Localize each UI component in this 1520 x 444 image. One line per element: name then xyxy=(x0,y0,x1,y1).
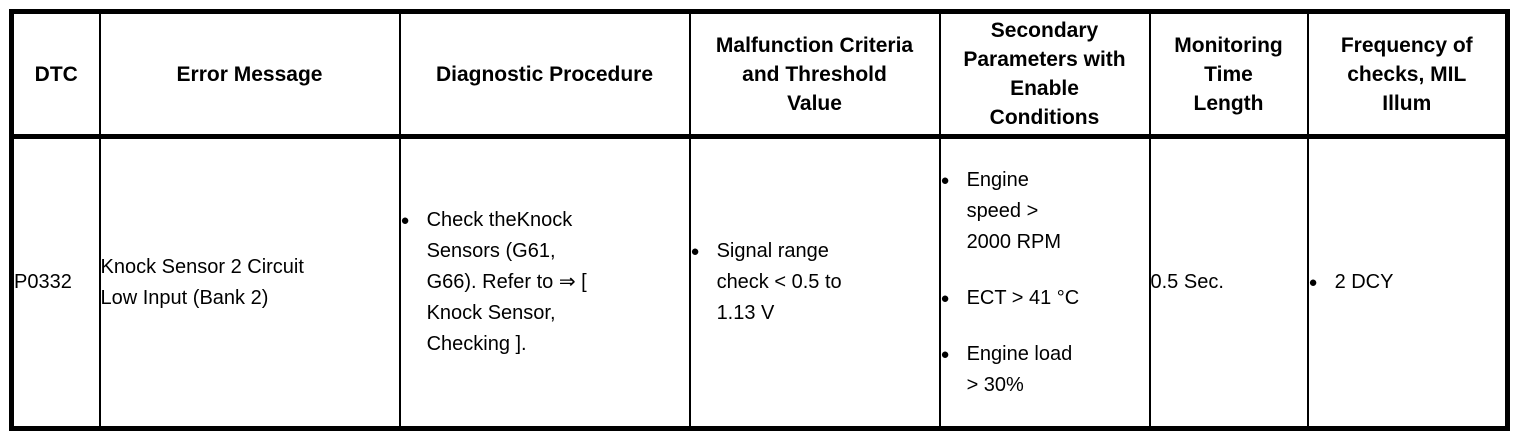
dtc-table: DTC Error Message Diagnostic Procedure M… xyxy=(9,9,1510,431)
cell-monitoring-time: 0.5 Sec. xyxy=(1148,135,1309,430)
bullet-icon: ● xyxy=(1308,274,1318,291)
bullet-item: ● Check theKnock Sensors (G61, G66). Refe… xyxy=(401,205,689,360)
bullet-text: ECT > 41 °C xyxy=(966,286,1080,309)
cell-diagnostic-procedure: ● Check theKnock Sensors (G61, G66). Refe… xyxy=(398,135,691,430)
cell-frequency: ● 2 DCY xyxy=(1306,135,1509,430)
bullet-text: Engine load > 30% xyxy=(966,342,1073,396)
bullet-icon: ● xyxy=(690,243,700,260)
bullet-item: ● 2 DCY xyxy=(1309,267,1506,298)
bullet-icon: ● xyxy=(940,171,950,189)
bullet-text: Signal range check < 0.5 to 1.13 V xyxy=(716,240,842,324)
col-header-frequency: Frequency of checks, MIL Illum xyxy=(1306,10,1509,139)
bullet-icon: ● xyxy=(940,289,950,307)
header-row: DTC Error Message Diagnostic Procedure M… xyxy=(10,10,1509,139)
col-header-dtc: DTC xyxy=(10,10,101,139)
cell-secondary-parameters: ● Engine speed > 2000 RPM ● ECT > 41 °C ● Eng… xyxy=(938,135,1151,430)
bullet-text: 2 DCY xyxy=(1334,271,1394,293)
bullet-text: Engine speed > 2000 RPM xyxy=(966,168,1062,253)
bullet-icon: ● xyxy=(400,212,410,229)
bullet-item: ● Signal range check < 0.5 to 1.13 V xyxy=(691,236,939,329)
bullet-icon: ● xyxy=(940,345,950,363)
bullet-text: Check theKnock Sensors (G61, G66). Refer… xyxy=(426,209,587,355)
bullet-item: ● Engine load > 30% xyxy=(941,339,1149,401)
bullet-item: ● Engine speed > 2000 RPM xyxy=(941,165,1149,258)
table-row: P0332 Knock Sensor 2 Circuit Low Input (… xyxy=(10,135,1509,430)
cell-error-message: Knock Sensor 2 Circuit Low Input (Bank 2… xyxy=(98,135,401,430)
col-header-diagnostic-procedure: Diagnostic Procedure xyxy=(398,10,691,139)
cell-malfunction-criteria: ● Signal range check < 0.5 to 1.13 V xyxy=(688,135,941,430)
col-header-malfunction-criteria: Malfunction Criteria and Threshold Value xyxy=(688,10,941,139)
bullet-item: ● ECT > 41 °C xyxy=(941,283,1149,314)
col-header-error-message: Error Message xyxy=(98,10,401,139)
col-header-monitoring-time: Monitoring Time Length xyxy=(1148,10,1309,139)
col-header-secondary-parameters: Secondary Parameters with Enable Conditi… xyxy=(938,10,1151,139)
cell-dtc-code: P0332 xyxy=(10,135,101,430)
